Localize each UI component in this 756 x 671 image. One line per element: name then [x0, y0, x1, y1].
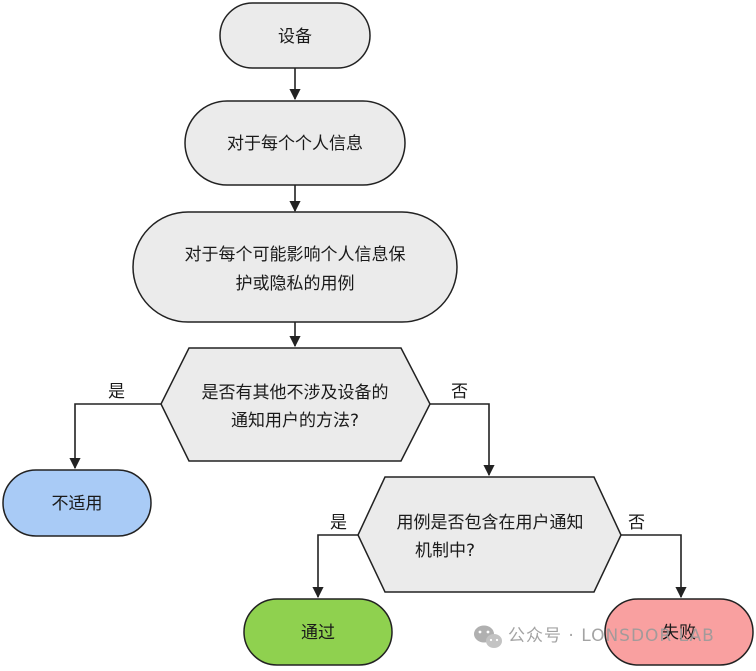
node-device: 设备: [219, 2, 371, 69]
edge-label-no-1: 否: [451, 382, 468, 402]
node-for-each-usecase: 对于每个可能影响个人信息保 护或隐私的用例: [132, 211, 458, 323]
node-not-applicable: 不适用: [2, 469, 152, 537]
node-for-each-info: 对于每个个人信息: [184, 100, 406, 186]
watermark-text: 公众号 · LONSDOR LAB: [508, 626, 715, 646]
edge-decision1-no: [430, 403, 495, 477]
node-pass: 通过: [243, 598, 393, 666]
edge-label-yes-1: 是: [108, 382, 125, 402]
node-for-each-info-label: 对于每个个人信息: [227, 134, 363, 154]
edge-decision2-no: [621, 534, 687, 599]
node-device-label: 设备: [278, 27, 312, 47]
edge-label-no-2: 否: [628, 513, 645, 533]
watermark: 公众号 · LONSDOR LAB: [474, 625, 715, 648]
node-decision-included-line2: 机制中?: [415, 541, 475, 561]
node-decision-other-method-line1: 是否有其他不涉及设备的: [202, 383, 389, 403]
node-fail-label: 失败: [662, 623, 696, 643]
node-decision-included: 用例是否包含在用户通知 机制中?: [357, 476, 622, 593]
edges: [69, 68, 687, 599]
edge-label-yes-2: 是: [330, 513, 347, 533]
node-not-applicable-label: 不适用: [52, 494, 103, 514]
wechat-icon: [474, 625, 502, 648]
edge-decision1-yes: [69, 403, 161, 470]
node-decision-other-method: 是否有其他不涉及设备的 通知用户的方法?: [160, 347, 431, 462]
node-for-each-usecase-line1: 对于每个可能影响个人信息保: [185, 245, 406, 265]
node-pass-label: 通过: [301, 623, 335, 643]
node-decision-other-method-line2: 通知用户的方法?: [231, 411, 359, 431]
edge-decision2-yes: [312, 534, 358, 599]
node-fail: 失败: [604, 598, 754, 666]
node-for-each-usecase-line2: 护或隐私的用例: [236, 274, 355, 294]
node-decision-included-line1: 用例是否包含在用户通知: [397, 513, 584, 533]
